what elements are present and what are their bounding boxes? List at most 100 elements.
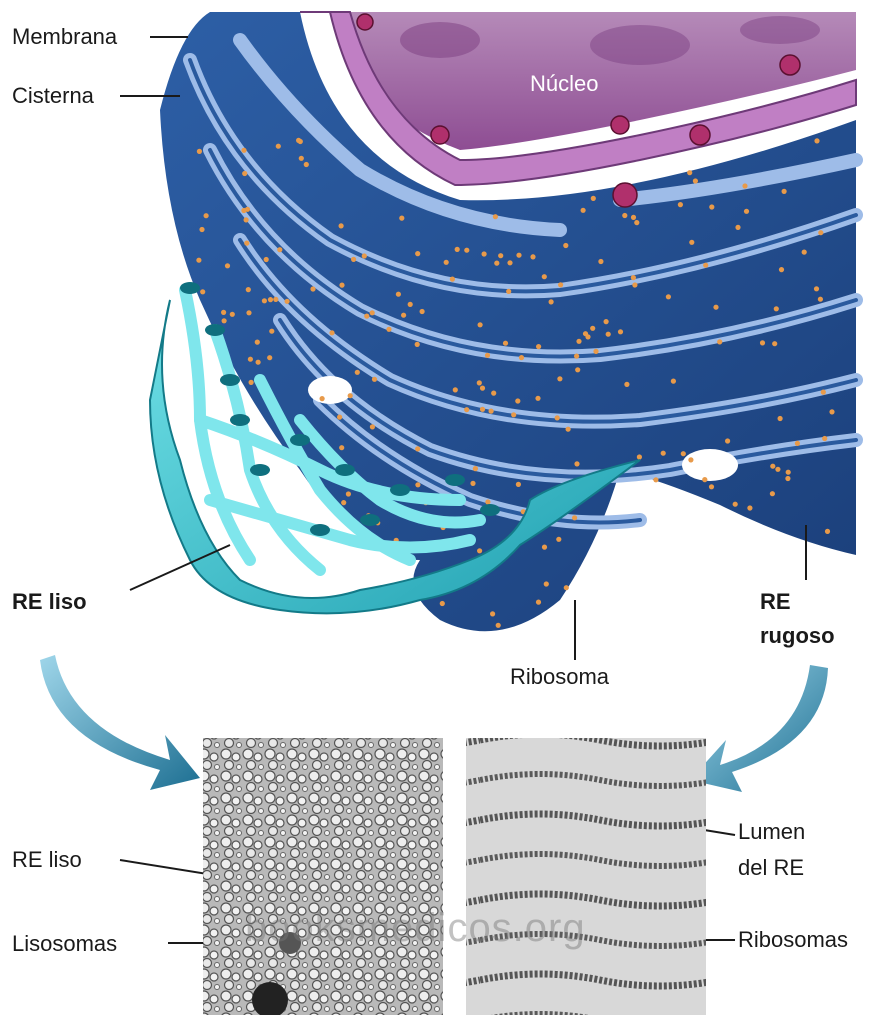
ribosome-dot <box>415 446 420 451</box>
label-re-liso-top: RE liso <box>12 590 87 614</box>
ribosome-dot <box>733 502 738 507</box>
ribosome-dot <box>555 415 560 420</box>
ribosome-dot <box>598 259 603 264</box>
ribosome-dot <box>713 305 718 310</box>
ribosome-dot <box>631 215 636 220</box>
ribosome-dot <box>420 309 425 314</box>
ribosome-dot <box>725 438 730 443</box>
ribosome-dot <box>503 341 508 346</box>
ribosome-dot <box>329 330 334 335</box>
ribosome-dot <box>494 261 499 266</box>
ribosome-dot <box>709 204 714 209</box>
ribosome-dot <box>593 349 598 354</box>
ribosome-dot <box>681 451 686 456</box>
ribosome-dot <box>197 149 202 154</box>
ribosome-dot <box>689 240 694 245</box>
ribosome-dot <box>774 306 779 311</box>
ribosome-dot <box>581 208 586 213</box>
ribosome-dot <box>477 380 482 385</box>
rough-er-micrograph <box>466 738 706 1015</box>
ribosome-dot <box>825 529 830 534</box>
ribosome-dot <box>399 216 404 221</box>
ribosome-dot <box>637 454 642 459</box>
ribosome-dot <box>241 208 246 213</box>
ribosome-dot <box>574 461 579 466</box>
ribosome-dot <box>482 251 487 256</box>
ribosome-dot <box>341 500 346 505</box>
ribosome-dot <box>355 370 360 375</box>
ribosome-dot <box>814 138 819 143</box>
label-ribosomas: Ribosomas <box>738 928 848 952</box>
ribosome-dot <box>196 258 201 263</box>
ribosome-dot <box>779 267 784 272</box>
ribosome-dot <box>821 390 826 395</box>
ribosome-dot <box>557 376 562 381</box>
ribosome-dot <box>498 253 503 258</box>
ribosome-dot <box>536 344 541 349</box>
ribosome-dot <box>244 217 249 222</box>
nucleus-texture <box>400 22 480 58</box>
ribosome-dot <box>666 294 671 299</box>
ribosome-dot <box>671 379 676 384</box>
nucleus-texture <box>590 25 690 65</box>
ribosome-dot <box>583 331 588 336</box>
ribosome-dot <box>415 482 420 487</box>
ribosome-dot <box>782 189 787 194</box>
ribosome-dot <box>519 355 524 360</box>
smooth-er-micrograph <box>203 738 443 1015</box>
ribosome-dot <box>320 396 325 401</box>
ribosome-dot <box>785 476 790 481</box>
ribosome-dot <box>339 445 344 450</box>
ribosome-dot <box>591 196 596 201</box>
ribosome-dot <box>477 548 482 553</box>
ribosome-dot <box>464 248 469 253</box>
ribosome-dot <box>415 342 420 347</box>
ribosome-dot <box>386 327 391 332</box>
ribosome-dot <box>267 355 272 360</box>
ribosome-dot <box>346 491 351 496</box>
ribosome-dot <box>687 170 692 175</box>
ribosome-dot <box>802 250 807 255</box>
ribosome-dot <box>653 477 658 482</box>
ribosome-dot <box>661 451 666 456</box>
ribosome-dot <box>277 247 282 252</box>
ribosome-dot <box>786 470 791 475</box>
ribosome-dot <box>702 477 707 482</box>
ribosome-dot <box>276 144 281 149</box>
ribosome-dot <box>298 139 303 144</box>
ribosome-dot <box>606 332 611 337</box>
ribosome-dot <box>242 171 247 176</box>
ribosome-dot <box>506 289 511 294</box>
ribosome-dot <box>256 360 261 365</box>
ribosome-dot <box>558 282 563 287</box>
ribosome-dot <box>717 339 722 344</box>
label-nucleo: Núcleo <box>530 72 598 96</box>
ribosome-dot <box>575 367 580 372</box>
ribosome-dot <box>536 600 541 605</box>
ribosome-dot <box>415 251 420 256</box>
ribosome-dot <box>634 220 639 225</box>
ribosome-dot <box>818 297 823 302</box>
ribosome-dot <box>618 329 623 334</box>
ribosome-dot <box>760 340 765 345</box>
ribosome-dot <box>709 484 714 489</box>
ribosome-dot <box>337 415 342 420</box>
watermark: booksmedicos.org <box>245 906 586 950</box>
left-arrow-icon <box>40 655 200 790</box>
ribosome-dot <box>822 436 827 441</box>
ribosome-dot <box>464 407 469 412</box>
ribosome-dot <box>348 393 353 398</box>
ribosome-dot <box>304 162 309 167</box>
ribosome-dot <box>772 341 777 346</box>
er-fenestration <box>308 376 352 404</box>
er-fenestration <box>682 449 738 481</box>
ribosome-dot <box>339 283 344 288</box>
ribosome-dot <box>480 407 485 412</box>
ribosome-dot <box>485 499 490 504</box>
ribosome-dot <box>572 515 577 520</box>
ribosome-dot <box>490 611 495 616</box>
ribosome-dot <box>678 202 683 207</box>
ribosome-dot <box>542 545 547 550</box>
ribosome-dot <box>576 339 581 344</box>
ribosome-dot <box>507 260 512 265</box>
